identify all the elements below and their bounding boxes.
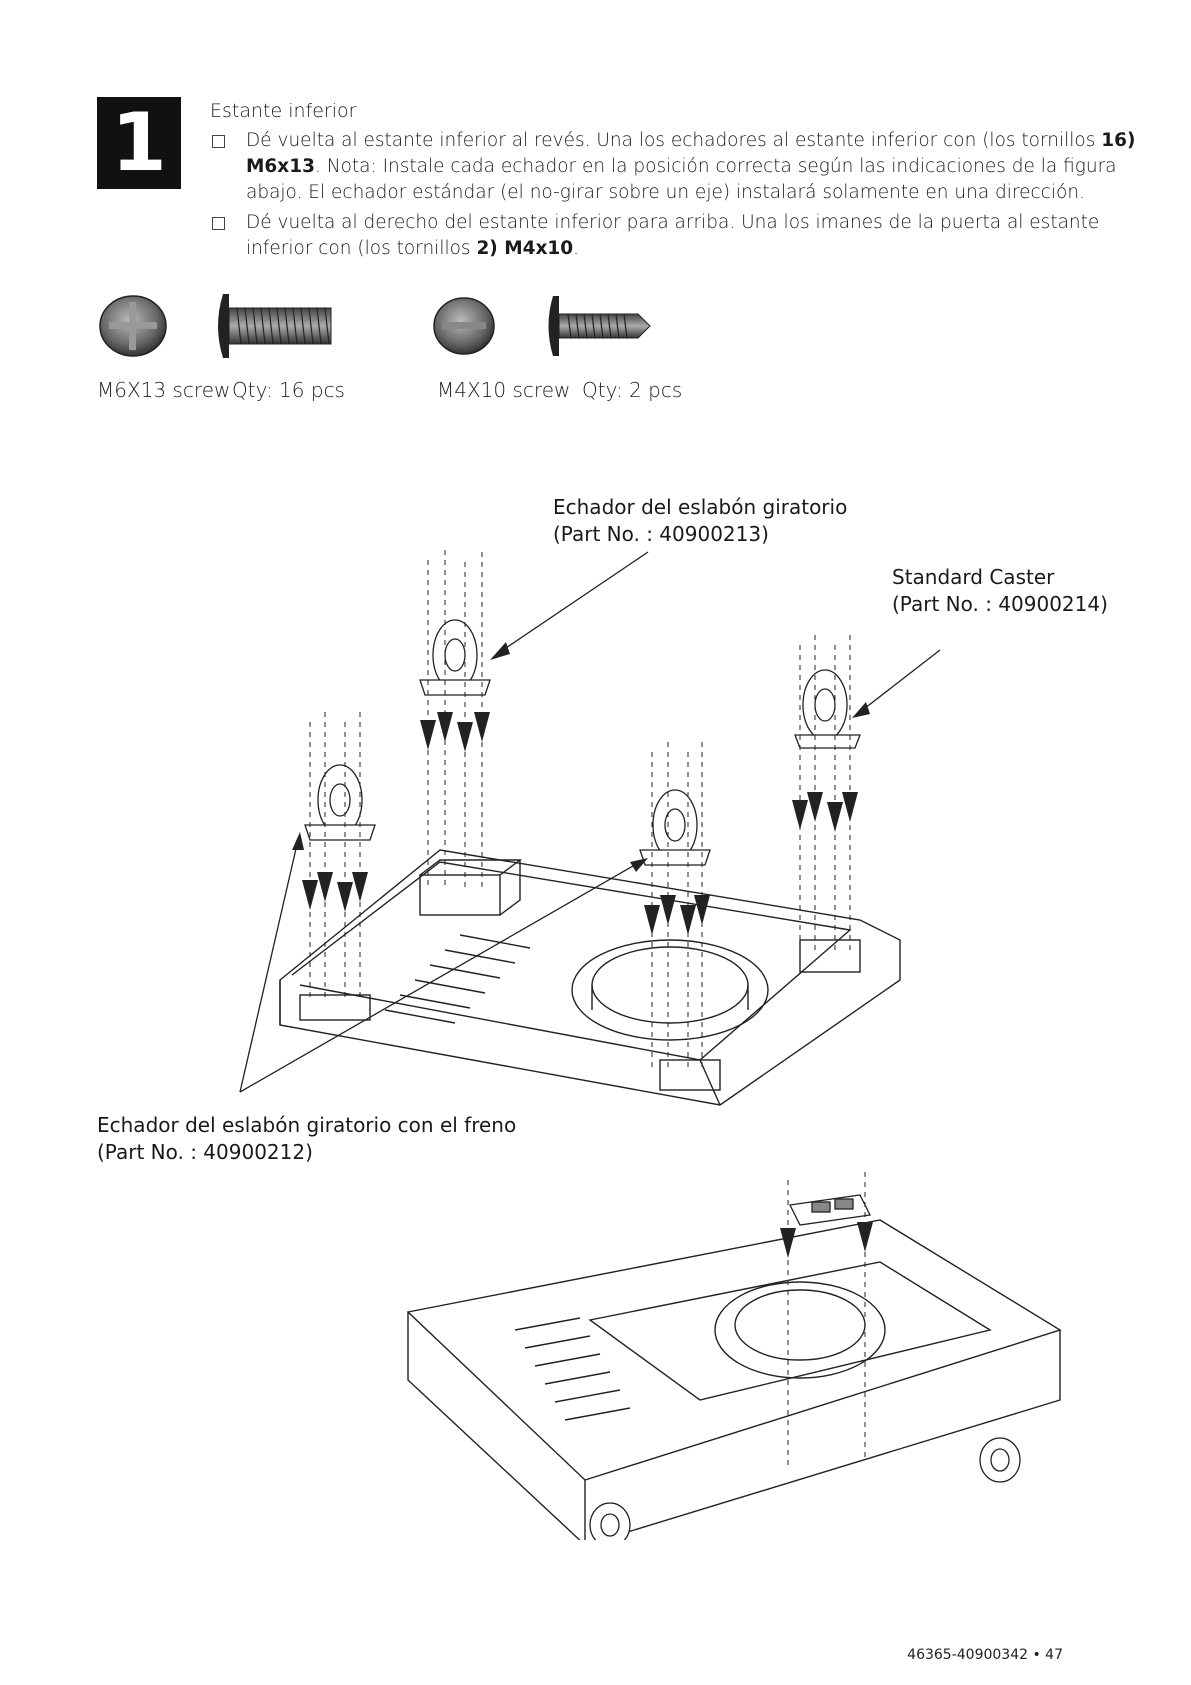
m6x13-qty: Qty: 16 pcs: [232, 378, 345, 402]
step-number: 1: [111, 96, 167, 189]
door-magnet: [789, 1194, 871, 1226]
magnet-assembly-diagram: [406, 1172, 1062, 1540]
bottom-shelf-tray: [279, 849, 901, 1106]
brake-caster-3: [639, 789, 711, 866]
brake-caster-2: [304, 764, 376, 841]
standard-caster-4: [794, 669, 861, 749]
m6x13-screw-icon: [99, 294, 332, 358]
callout-standard-caster: Standard Caster (Part No. : 40900214): [892, 565, 1108, 616]
page-footer: 46365-40900342 • 47: [907, 1647, 1063, 1663]
instruction-bullet-2: Dé vuelta al derecho del estante inferio…: [210, 210, 1170, 262]
m4x10-name: M4X10 screw: [437, 378, 571, 402]
checkbox-icon: [212, 217, 225, 230]
caster-assembly-diagram: [239, 550, 941, 1106]
instructions: Estante inferior Dé vuelta al estante in…: [210, 98, 1170, 266]
m6x13-name: M6X13 screw: [97, 378, 231, 402]
m4x10-qty: Qty: 2 pcs: [582, 378, 683, 402]
swivel-caster-1: [419, 619, 491, 696]
bottom-shelf: [406, 1219, 1062, 1481]
checkbox-icon: [212, 135, 225, 148]
callout-swivel-caster: Echador del eslabón giratorio (Part No. …: [553, 495, 848, 546]
callout-brake-caster: Echador del eslabón giratorio con el fre…: [97, 1113, 517, 1164]
instructions-title: Estante inferior: [210, 100, 357, 122]
m4x10-screw-icon: [433, 296, 651, 356]
step-number-box: 1: [97, 97, 181, 189]
instruction-bullet-1: Dé vuelta al estante inferior al revés. …: [210, 128, 1170, 206]
